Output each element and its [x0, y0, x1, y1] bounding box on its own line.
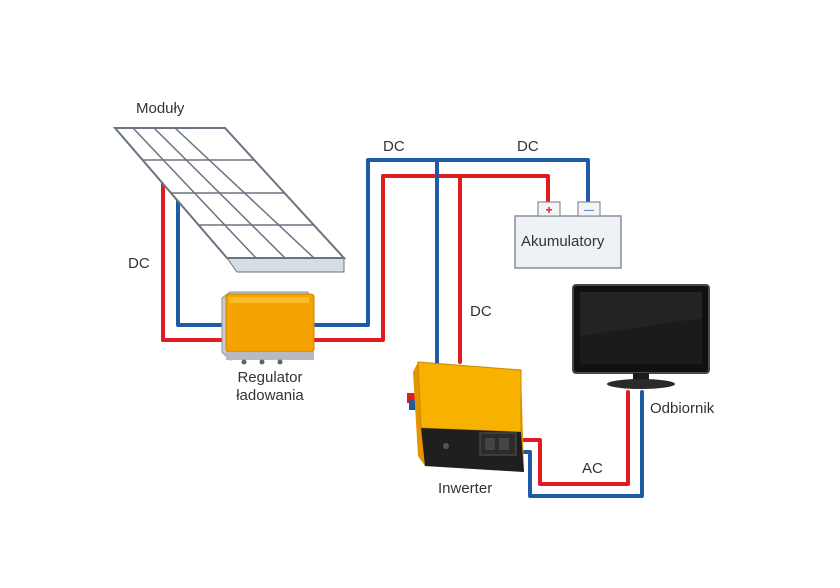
charge-regulator-label-line1: Regulator — [237, 369, 303, 386]
wire-panel-regulator-negative — [176, 195, 228, 327]
battery-terminal-negative: — — [584, 205, 594, 216]
dc-label-panel-side: DC — [128, 255, 150, 272]
dc-label-top-right: DC — [517, 138, 539, 155]
dc-label-inverter: DC — [470, 303, 492, 320]
charge-regulator-label-line2: ładowania — [236, 387, 304, 404]
dc-label-top-left: DC — [383, 138, 405, 155]
monitor-icon — [572, 284, 710, 389]
wire-inverter-load-ac-blue — [520, 390, 644, 498]
charge-regulator-icon — [221, 291, 315, 365]
modules-label: Moduły — [136, 100, 185, 117]
load-label: Odbiornik — [650, 400, 715, 417]
solar-panel-icon — [112, 127, 347, 273]
wire-panel-regulator-positive — [161, 181, 228, 342]
wire-regulator-bus-negative — [311, 158, 590, 327]
inverter-icon — [407, 361, 524, 472]
wire-regulator-bus-positive — [311, 174, 550, 342]
ac-label: AC — [582, 460, 603, 477]
battery-icon: + — — [514, 201, 622, 269]
charge-regulator-label: Regulator ładowania — [220, 369, 320, 405]
wire-inverter-load-ac-red — [520, 390, 630, 486]
inverter-label: Inwerter — [438, 480, 493, 497]
battery-terminal-positive: + — [545, 203, 552, 217]
battery-label: Akumulatory — [521, 233, 605, 250]
wires — [161, 158, 644, 498]
